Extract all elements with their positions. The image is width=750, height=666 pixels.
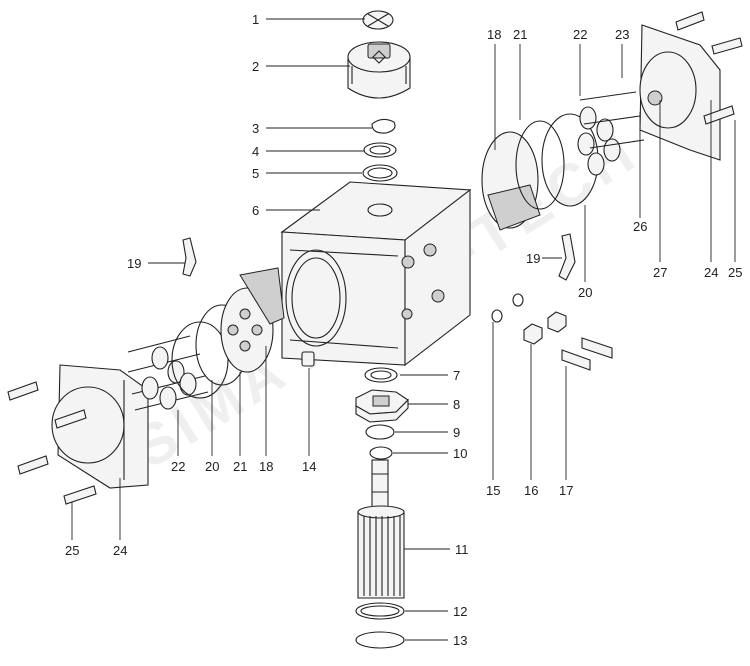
- position-indicator: [347, 41, 411, 99]
- leader-lines: [71, 18, 736, 641]
- callout-20-left: 20: [205, 459, 219, 474]
- pin-14: [301, 351, 315, 367]
- callout-15: 15: [486, 483, 500, 498]
- right-springs: [577, 91, 645, 176]
- callout-5: 5: [252, 166, 259, 181]
- left-bearing-strip: [182, 237, 197, 277]
- callout-19-right: 19: [526, 251, 540, 266]
- callout-21-bottom: 21: [233, 459, 247, 474]
- right-o-ring: [515, 120, 565, 210]
- callout-13: 13: [453, 633, 467, 648]
- right-bearing-strip: [558, 233, 576, 281]
- washer-15a: [491, 309, 503, 323]
- bottom-o-ring-10: [369, 446, 393, 460]
- left-spring-ring: [171, 321, 229, 399]
- bottom-washer-9: [365, 424, 395, 440]
- nut-16b: [547, 311, 567, 333]
- callout-27: 27: [653, 265, 667, 280]
- callout-9: 9: [453, 425, 460, 440]
- callout-23: 23: [615, 27, 629, 42]
- bolt-17b: [581, 337, 613, 359]
- callout-18-top: 18: [487, 27, 501, 42]
- callout-14: 14: [302, 459, 316, 474]
- callout-4: 4: [252, 144, 259, 159]
- washer-15b: [512, 293, 524, 307]
- callout-labels: 1 2 3 4 5 6 7 8 9 10 11 12 13 14 15 16 1…: [65, 12, 742, 648]
- callout-17: 17: [559, 483, 573, 498]
- callout-24-left: 24: [113, 543, 127, 558]
- left-bolts: [7, 381, 97, 505]
- callout-19-left: 19: [127, 256, 141, 271]
- callout-22-top: 22: [573, 27, 587, 42]
- left-springs: [127, 335, 209, 411]
- callout-11: 11: [455, 542, 469, 557]
- callout-10: 10: [453, 446, 467, 461]
- callout-26: 26: [633, 219, 647, 234]
- cam-block: [355, 389, 409, 423]
- right-piston: [481, 131, 541, 231]
- left-piston: [220, 267, 285, 373]
- circlip: [371, 118, 396, 134]
- callout-21-top: 21: [513, 27, 527, 42]
- bottom-ring-12: [355, 602, 405, 620]
- callout-7: 7: [453, 368, 460, 383]
- right-end-cap: [639, 24, 721, 161]
- callout-6: 6: [252, 203, 259, 218]
- actuator-body: [280, 181, 472, 367]
- bottom-washer-7: [364, 367, 398, 383]
- callout-1: 1: [252, 12, 259, 27]
- bottom-ring-13: [355, 631, 405, 649]
- callout-2: 2: [252, 59, 259, 74]
- callout-20-right: 20: [578, 285, 592, 300]
- top-washer: [363, 142, 397, 158]
- callout-12: 12: [453, 604, 467, 619]
- callout-25-left: 25: [65, 543, 79, 558]
- callout-24-right: 24: [704, 265, 718, 280]
- callout-18-bottom: 18: [259, 459, 273, 474]
- callout-22-bottom: 22: [171, 459, 185, 474]
- callout-16: 16: [524, 483, 538, 498]
- callout-3: 3: [252, 121, 259, 136]
- callout-25-right: 25: [728, 265, 742, 280]
- indicator-cap: [362, 10, 394, 30]
- right-bolts: [675, 11, 743, 125]
- pinion-shaft: [357, 459, 405, 599]
- left-end-cap: [51, 364, 149, 489]
- nut-16a: [523, 323, 543, 345]
- bolt-17a: [561, 349, 591, 371]
- top-o-ring: [362, 164, 398, 182]
- callout-8: 8: [453, 397, 460, 412]
